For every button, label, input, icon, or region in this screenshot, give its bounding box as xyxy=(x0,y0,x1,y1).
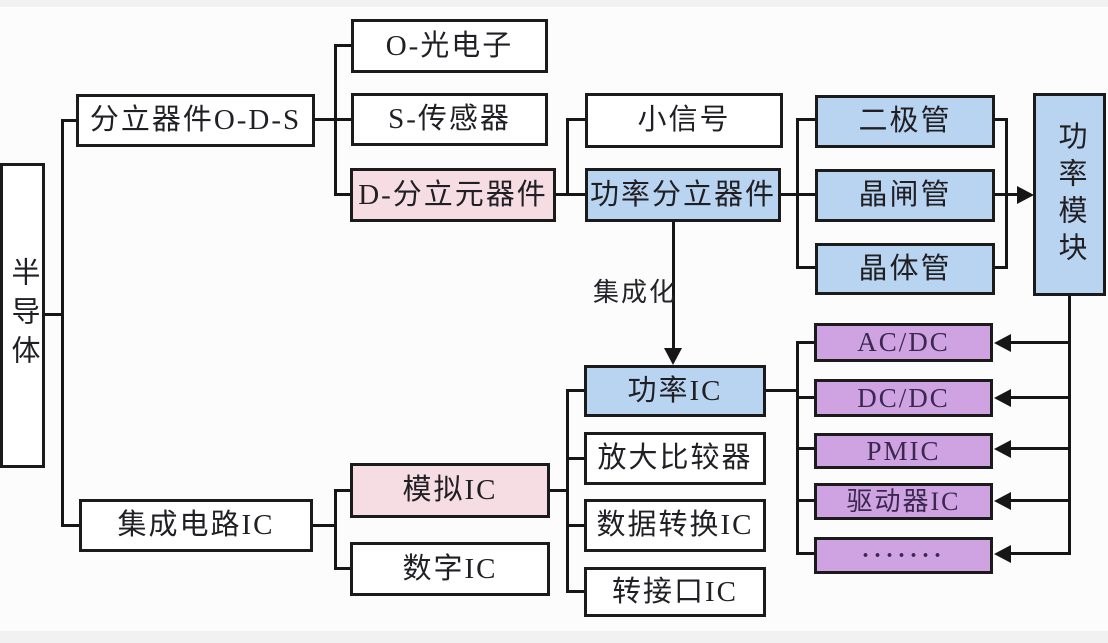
node-power-ic: 功率IC xyxy=(584,365,766,417)
connector-line xyxy=(566,118,569,196)
arrowhead-left-icon xyxy=(994,440,1011,458)
node-diode: 二极管 xyxy=(815,95,995,148)
connector-line xyxy=(796,447,815,450)
node-amplifier-comparator: 放大比较器 xyxy=(584,432,766,485)
node-pmic: PMIC xyxy=(814,433,993,469)
connector-line xyxy=(1008,396,1071,399)
connector-line xyxy=(555,193,586,196)
node-dc-dc: DC/DC xyxy=(814,379,993,417)
connector-line xyxy=(566,389,586,392)
arrowhead-left-icon xyxy=(994,334,1011,352)
connector-line xyxy=(334,44,352,47)
connector-line xyxy=(1068,295,1071,555)
connector-line xyxy=(672,221,675,351)
node-power-module: 功率模块 xyxy=(1033,93,1106,296)
connector-line xyxy=(796,552,815,555)
node-thyristor: 晶闸管 xyxy=(815,169,995,222)
connector-line xyxy=(312,524,337,527)
arrowhead-left-icon xyxy=(994,545,1011,563)
connector-line xyxy=(566,524,586,527)
connector-line xyxy=(566,118,586,121)
node-analog-ic: 模拟IC xyxy=(350,463,550,518)
connector-line xyxy=(765,389,799,392)
connector-line xyxy=(796,499,815,502)
node-discrete-components: D-分立元器件 xyxy=(350,168,556,222)
connector-line xyxy=(334,567,352,570)
node-sensor: S-传感器 xyxy=(351,93,548,146)
node-digital-ic: 数字IC xyxy=(350,542,550,596)
connector-line xyxy=(1008,552,1071,555)
connector-line xyxy=(334,193,352,196)
arrowhead-left-icon xyxy=(994,389,1011,407)
node-semiconductor: 半导体 xyxy=(0,163,45,468)
connector-line xyxy=(994,266,1008,269)
connector-line xyxy=(549,489,569,492)
node-small-signal: 小信号 xyxy=(585,93,783,148)
connector-line xyxy=(796,396,815,399)
connector-line xyxy=(334,489,352,492)
connector-line xyxy=(796,118,816,121)
connector-line xyxy=(566,457,586,460)
connector-line xyxy=(1008,499,1071,502)
node-data-conversion-ic: 数据转换IC xyxy=(584,499,766,552)
connector-line xyxy=(566,590,586,593)
connector-line xyxy=(994,118,1008,121)
connector-line xyxy=(334,489,337,570)
connector-line xyxy=(44,313,64,316)
node-driver-ic: 驱动器IC xyxy=(814,483,993,520)
connector-line xyxy=(566,389,569,593)
node-transistor: 晶体管 xyxy=(815,243,995,295)
top-strip xyxy=(0,0,1108,7)
connector-line xyxy=(1008,341,1071,344)
node-integrated-circuit: 集成电路IC xyxy=(79,499,313,552)
node-optoelectronics: O-光电子 xyxy=(351,19,548,73)
connector-line xyxy=(314,118,352,121)
node-discrete-ods: 分立器件O-D-S xyxy=(76,94,315,147)
edge-label-integration: 集成化 xyxy=(593,278,678,307)
connector-line xyxy=(1008,447,1071,450)
arrowhead-down-icon xyxy=(664,348,682,365)
arrowhead-right-icon xyxy=(1017,186,1034,204)
connector-line xyxy=(61,119,64,527)
node-ellipsis: ······· xyxy=(814,537,993,574)
connector-line xyxy=(61,524,81,527)
connector-line xyxy=(334,44,337,196)
connector-line xyxy=(796,118,799,269)
connector-line xyxy=(994,193,1021,196)
arrowhead-left-icon xyxy=(994,492,1011,510)
node-power-discrete: 功率分立器件 xyxy=(585,168,781,222)
node-ac-dc: AC/DC xyxy=(814,323,993,362)
connector-line xyxy=(796,266,816,269)
connector-line xyxy=(61,119,77,122)
node-interface-ic: 转接口IC xyxy=(584,567,766,617)
bottom-strip xyxy=(0,631,1108,643)
connector-line xyxy=(796,341,815,344)
